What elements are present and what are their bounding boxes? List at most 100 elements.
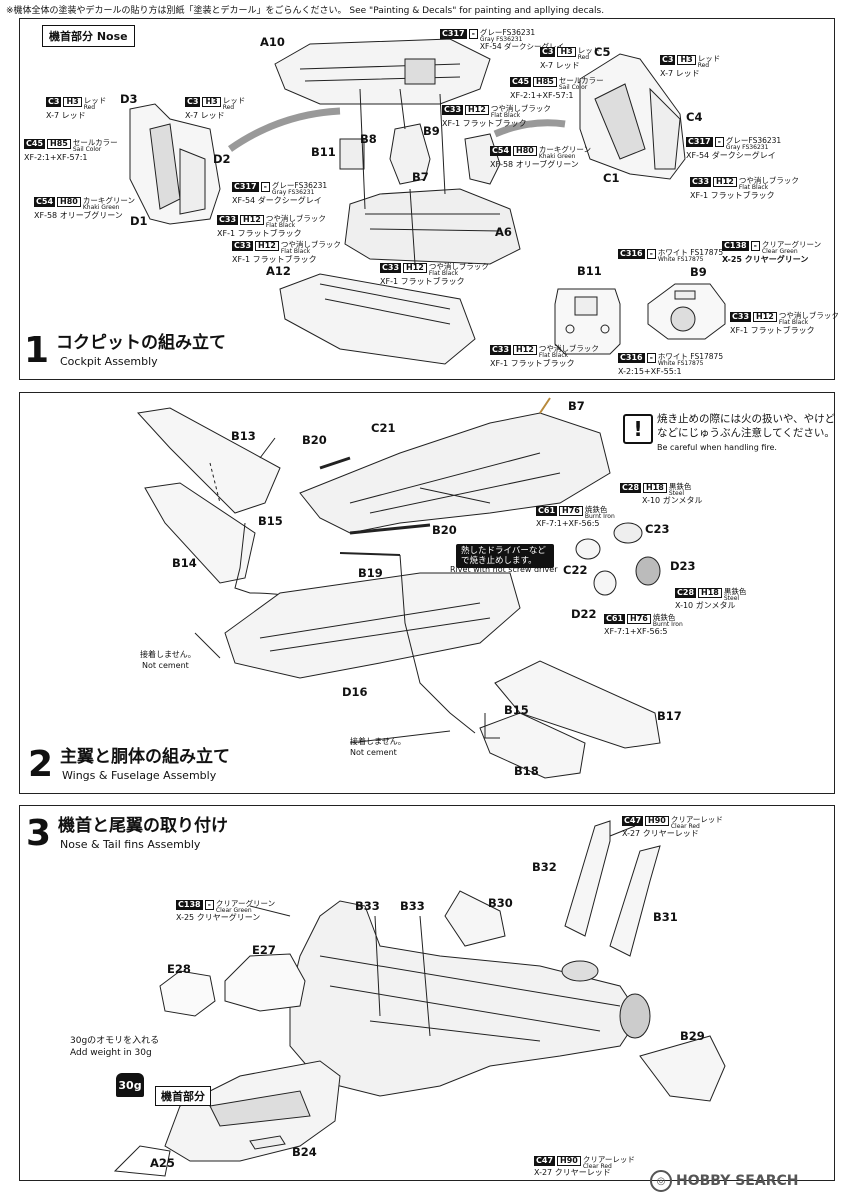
warning-text: 焼き止めの際には火の扱いや、やけどなどにじゅうぶん注意してください。	[657, 413, 836, 440]
step1-illustration	[20, 19, 833, 378]
color-c45-left-mix: XF-2:1+XF-57:1	[24, 153, 88, 162]
step2-subtitle: Wings & Fuselage Assembly	[62, 769, 217, 782]
part-b8: B8	[360, 132, 377, 146]
part-a25: A25	[150, 1156, 175, 1170]
color-c47-bottom-mix: X-27 クリヤーレッド	[534, 1168, 611, 1177]
color-c317-left-mix: XF-54 ダークシーグレイ	[232, 196, 322, 205]
part-b7: B7	[412, 170, 429, 184]
step1-number: 1	[24, 330, 50, 371]
part-d22: D22	[571, 607, 597, 621]
part-b14: B14	[172, 556, 197, 570]
part-a12: A12	[266, 264, 291, 278]
not-cement-1-en: Not cement	[142, 661, 189, 670]
color-c3-right-mix: X-7 レッド	[540, 61, 580, 70]
part-a6: A6	[495, 225, 512, 239]
step3-number: 3	[26, 813, 52, 854]
part-b30: B30	[488, 896, 513, 910]
part-b18: B18	[514, 764, 539, 778]
part-c4: C4	[686, 110, 703, 124]
step3-subtitle: Nose & Tail fins Assembly	[60, 838, 201, 851]
color-c33-e-mix: XF-1 フラットブラック	[490, 359, 575, 368]
weight-note: 30gのオモリを入れる	[70, 1036, 160, 1046]
step2-panel: B7 B13 B20 C21 B15 B20 B14 B19 C23 C22 D…	[19, 392, 835, 794]
step2-illustration	[20, 393, 833, 792]
part-b15-bottom: B15	[504, 703, 529, 717]
part-d1: D1	[130, 214, 148, 228]
step1-panel: 機首部分 Nose A10 D3 D2 D1 B8 B9 B11 B7 C5 C…	[19, 18, 839, 380]
step2-title: 主翼と胴体の組み立て	[60, 747, 230, 767]
part-b9-detail: B9	[690, 265, 707, 279]
watermark-text: HOBBY SEARCH	[676, 1173, 799, 1189]
color-c33-a-mix: XF-1 フラットブラック	[217, 229, 302, 238]
part-e28: E28	[167, 962, 191, 976]
color-c33-right-mix: XF-1 フラットブラック	[690, 191, 775, 200]
color-c3-left-mix: X-7 レッド	[46, 111, 86, 120]
step1-title: コクピットの組み立て	[56, 333, 226, 353]
not-cement-2: 接着しません。	[350, 737, 406, 746]
part-c5: C5	[594, 45, 611, 59]
color-c33-d-mix: XF-1 フラットブラック	[730, 326, 815, 335]
color-c54-left-mix: XF-58 オリーブグリーン	[34, 211, 123, 220]
part-c21: C21	[371, 421, 396, 435]
color-c317-right-mix: XF-54 ダークシーグレイ	[686, 151, 776, 160]
part-c23: C23	[645, 522, 670, 536]
color-c33-b-mix: XF-1 フラットブラック	[232, 255, 317, 264]
part-a10: A10	[260, 35, 285, 49]
color-c3-center-mix: X-7 レッド	[185, 111, 225, 120]
step3-illustration	[20, 806, 833, 1179]
part-b20-top: B20	[302, 433, 327, 447]
part-b20-bottom: B20	[432, 523, 457, 537]
warning-icon: !	[623, 414, 653, 444]
hobby-search-icon: ◎	[650, 1170, 672, 1192]
part-d16: D16	[342, 685, 368, 699]
color-c61-a-mix: XF-7:1+XF-56:5	[536, 519, 600, 528]
part-b13: B13	[231, 429, 256, 443]
part-b32: B32	[532, 860, 557, 874]
step2-number: 2	[28, 744, 54, 785]
rivet-note-en: Rivet with hot screw driver	[450, 565, 558, 574]
part-b33-a: B33	[355, 899, 380, 913]
color-c28-a-mix: X-10 ガンメタル	[642, 496, 703, 505]
color-c45-right-mix: XF-2:1+XF-57:1	[510, 91, 574, 100]
part-d23: D23	[670, 559, 696, 573]
header-note: ※機体全体の塗装やデカールの貼り方は別紙「塗装とデカール」をごらんください。 S…	[6, 6, 605, 16]
part-b15-top: B15	[258, 514, 283, 528]
color-c54-center-mix: XF-58 オリーブグリーン	[490, 160, 579, 169]
watermark-logo: ◎ HOBBY SEARCH	[650, 1170, 798, 1192]
part-b17: B17	[657, 709, 682, 723]
part-b19: B19	[358, 566, 383, 580]
color-c138-mix: X-25 クリヤーグリーン	[176, 913, 261, 922]
part-e27: E27	[252, 943, 276, 957]
weight-icon: 30g	[116, 1073, 144, 1097]
part-d3: D3	[120, 92, 138, 106]
part-b7: B7	[568, 399, 585, 413]
color-c3-right2-mix: X-7 レッド	[660, 69, 700, 78]
color-c33-center-mix: XF-1 フラットブラック	[442, 119, 527, 128]
part-c1: C1	[603, 171, 620, 185]
color-c138-a-mix: X-25 クリヤーグリーン	[722, 255, 809, 264]
part-b9: B9	[423, 124, 440, 138]
